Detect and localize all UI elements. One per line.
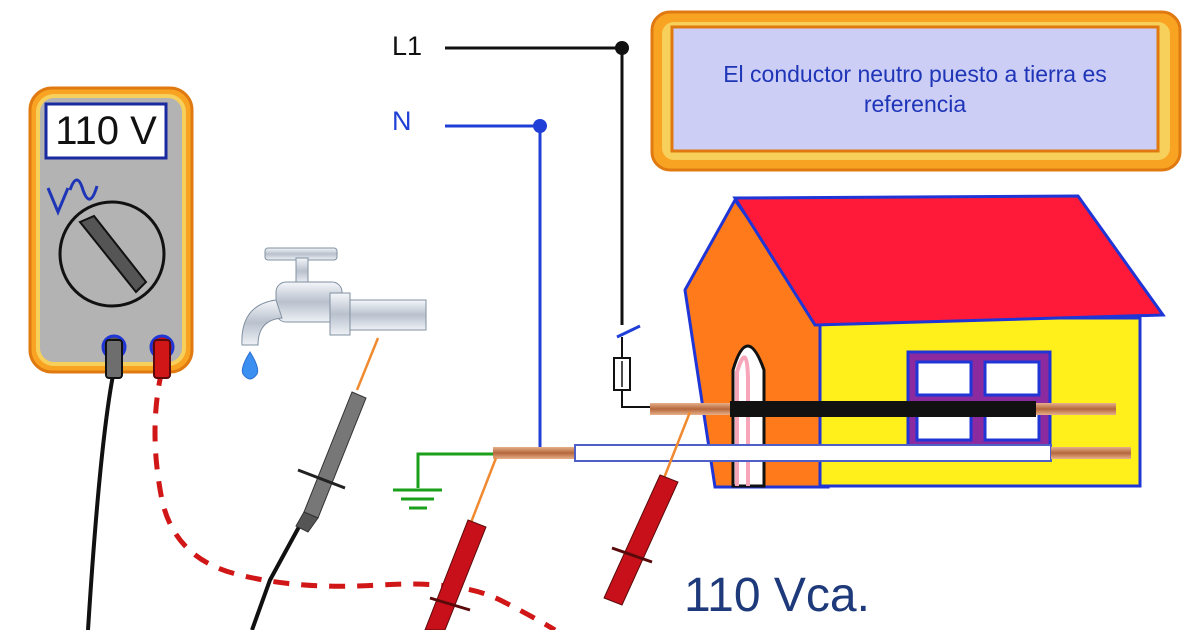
l1-wire [445,46,624,325]
measurement-label: 110 Vca. [684,569,870,622]
red-probe-1 [424,519,487,630]
gray-probe-tip [355,337,380,391]
black-probe-lead [86,369,116,630]
house [683,194,1166,489]
phase-cable [650,401,1116,417]
fuse-icon [613,357,631,391]
note-box-frame [650,10,1182,172]
red-probe-2 [603,474,679,606]
selector-pointer [78,214,148,294]
l1-drop-wire [621,390,650,408]
ac-wave-icon [46,187,70,216]
l1-junction [615,41,629,55]
house-window [906,350,1052,450]
ground-wire [416,452,493,488]
l1-label: L1 [392,31,423,61]
meter-display [44,102,168,160]
switch-icon [616,324,641,358]
red-probe-lead [152,369,557,630]
ground-symbol-icon [393,488,442,510]
gray-probe [295,391,367,533]
red-probe-1-tip [468,457,498,526]
water-drop-icon [241,351,259,380]
red-probe-2-tip [662,411,692,479]
neutral-junction [533,119,547,133]
neutral-wire [445,124,542,450]
neutral-label: N [392,106,412,136]
neutral-cable [493,444,1131,462]
gray-probe-cable [250,524,302,630]
faucet-icon [241,247,427,346]
note-text: El conductor neutro puesto a tierra es r… [723,61,1107,117]
meter-reading: 110 V [55,109,157,153]
multimeter [28,86,194,379]
house-roof [732,194,1166,327]
